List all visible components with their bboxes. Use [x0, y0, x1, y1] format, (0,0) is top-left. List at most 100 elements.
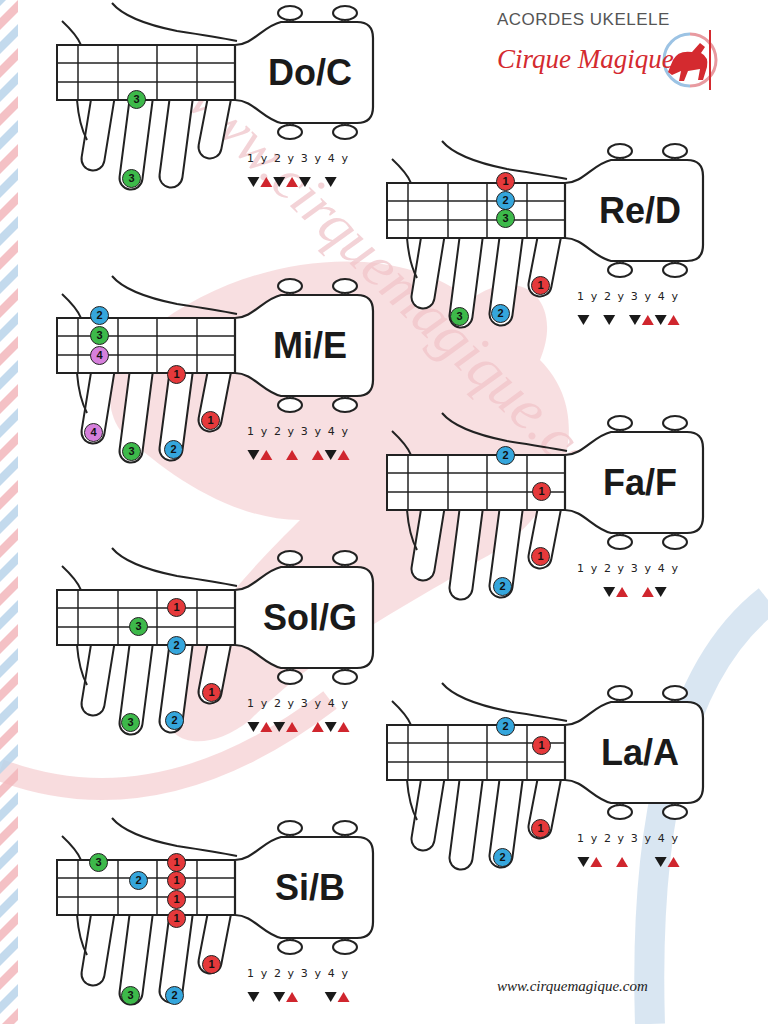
finger-circle: 1 — [531, 547, 550, 566]
horse-icon — [668, 43, 707, 81]
finger-number: 1 — [208, 687, 214, 698]
chord-name: Do/C — [268, 52, 352, 94]
finger-circle: 1 — [532, 736, 551, 755]
finger-number: 2 — [171, 715, 177, 726]
string-line — [57, 896, 235, 898]
tuning-peg — [333, 279, 357, 293]
tuning-peg — [608, 416, 632, 430]
chord-name-box: Re/D — [565, 148, 705, 273]
strum-up — [286, 992, 298, 1002]
hand-outline — [62, 566, 81, 590]
tuning-peg — [663, 535, 687, 549]
strum-down — [603, 587, 615, 597]
palm-edge — [77, 100, 87, 140]
tuning-peg — [278, 670, 302, 684]
border-stripe — [0, 432, 18, 462]
fret-line — [447, 183, 449, 238]
border-stripe — [0, 768, 18, 798]
finger-circle: 1 — [202, 683, 221, 702]
finger-circle: 4 — [84, 423, 103, 442]
chord-name: Re/D — [599, 190, 681, 232]
headstock-outline — [565, 702, 703, 803]
strum-down — [577, 315, 589, 325]
string-line — [57, 81, 235, 83]
fret-line — [486, 725, 488, 780]
strum-down — [273, 992, 285, 1002]
border-stripe — [0, 744, 18, 774]
border-stripe — [0, 936, 18, 966]
chord-name-box: Sol/G — [235, 555, 375, 680]
tuning-peg — [608, 535, 632, 549]
border-stripe — [0, 144, 18, 174]
finger-circle: 3 — [127, 90, 146, 109]
border-stripe — [0, 240, 18, 270]
headstock-outline — [235, 567, 373, 668]
finger-number: 1 — [537, 823, 543, 834]
headstock: Re/D — [565, 148, 705, 273]
strum-down — [247, 992, 259, 1002]
tuning-peg — [663, 686, 687, 700]
headstock-outline — [235, 22, 373, 123]
finger-circle: 3 — [450, 307, 469, 326]
tuning-peg — [278, 125, 302, 139]
hand-outline — [62, 836, 81, 860]
finger-number: 3 — [502, 213, 508, 224]
tuning-peg — [333, 551, 357, 565]
strum-down — [325, 722, 337, 732]
palm-edge — [77, 373, 87, 413]
finger-circle: 1 — [167, 909, 186, 928]
strum-down — [247, 450, 259, 460]
thumb-outline — [112, 818, 237, 856]
fret-line — [407, 455, 409, 510]
strum-up — [616, 857, 628, 867]
finger-number: 3 — [133, 94, 139, 105]
finger-circle: 3 — [121, 713, 140, 732]
finger-circle: 1 — [201, 411, 220, 430]
finger-number: 2 — [497, 308, 503, 319]
border-stripe — [0, 912, 18, 942]
finger-circle: 1 — [496, 172, 515, 191]
chord-name-box: Mi/E — [235, 283, 375, 408]
palm-edge — [407, 780, 417, 820]
strum-up — [616, 587, 628, 597]
border-stripe — [0, 168, 18, 198]
finger-circle: 2 — [496, 446, 515, 465]
finger-number: 3 — [96, 330, 102, 341]
tuning-peg — [278, 279, 302, 293]
finger-circle: 3 — [122, 442, 141, 461]
palm-edge — [407, 238, 417, 278]
headstock: Si/B — [235, 825, 375, 950]
finger-number: 3 — [128, 173, 134, 184]
thumb-outline — [112, 276, 237, 314]
fret-line — [117, 45, 119, 100]
fretboard — [387, 725, 565, 780]
fret-line — [526, 725, 528, 780]
tuning-peg — [608, 263, 632, 277]
finger-number: 3 — [95, 857, 101, 868]
strum-up — [286, 722, 298, 732]
strum-up — [590, 857, 602, 867]
emblem-pole — [709, 30, 711, 90]
finger-circle: 3 — [90, 326, 109, 345]
border-stripe — [0, 72, 18, 102]
border-stripe — [0, 456, 18, 486]
strum-count: 1 y 2 y 3 y 4 y — [247, 697, 350, 710]
headstock-outline — [235, 295, 373, 396]
finger-circle: 2 — [493, 577, 512, 596]
border-stripe — [0, 24, 18, 54]
finger-number: 1 — [537, 280, 543, 291]
strum-down — [655, 587, 667, 597]
headstock: Mi/E — [235, 283, 375, 408]
border-stripe — [0, 720, 18, 750]
strum-up — [338, 992, 350, 1002]
chord-drawing — [387, 413, 567, 588]
fret-line — [526, 183, 528, 238]
tuning-peg — [278, 940, 302, 954]
strum-down — [299, 177, 311, 187]
fretboard — [57, 45, 235, 100]
palm-edge — [77, 645, 87, 685]
headstock: Sol/G — [235, 555, 375, 680]
strum-up — [312, 450, 324, 460]
border-stripe — [0, 864, 18, 894]
